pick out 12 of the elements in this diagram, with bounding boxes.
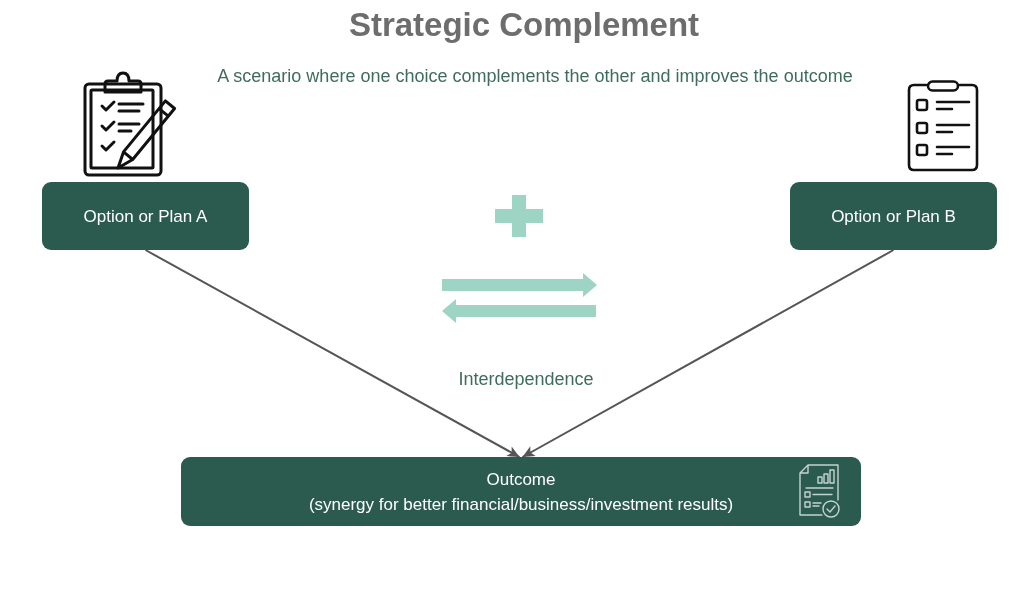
node-label: Option or Plan B <box>831 205 956 228</box>
outcome-box <box>181 457 861 526</box>
node-heading: Outcome <box>486 468 556 491</box>
node-label: Option or Plan A <box>83 205 208 228</box>
node-body: (synergy for better financial/business/investment results) <box>308 493 734 516</box>
symbol-caption: Interdependence <box>458 368 594 390</box>
subtitle: A scenario where one choice complements the other and improves the outcome <box>217 65 853 87</box>
title: Strategic Complement <box>348 5 700 45</box>
option-box <box>790 182 997 250</box>
arrow <box>144 249 521 458</box>
option-box <box>42 182 249 250</box>
arrow <box>521 249 895 458</box>
